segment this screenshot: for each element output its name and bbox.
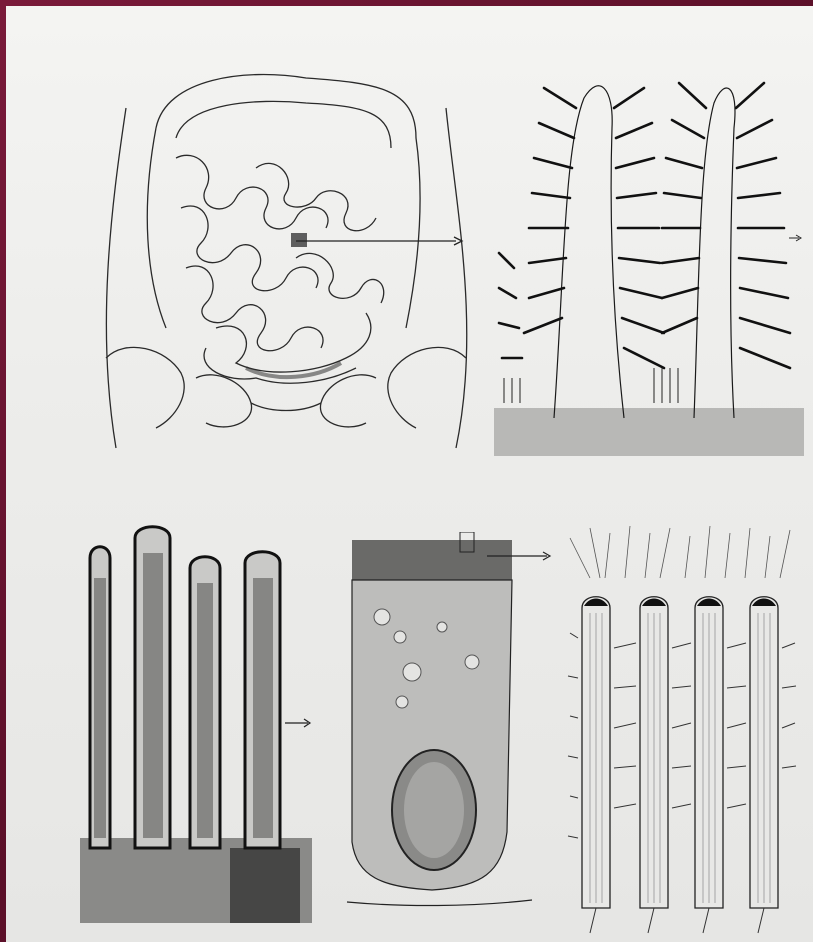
- arrow-a-to-b: [296, 234, 466, 253]
- arrow-right-icon: [296, 234, 466, 248]
- villi-section-drawing: [494, 28, 804, 456]
- villi-columns-drawing: [80, 518, 312, 923]
- panel-epithelial-cell: [342, 532, 554, 912]
- microvilli-drawing: [560, 518, 805, 938]
- epithelial-cell-drawing: [342, 532, 554, 912]
- illustration-sheet: [6, 6, 813, 942]
- panel-villi-columns: [80, 518, 312, 923]
- panel-villi-section: [494, 28, 804, 456]
- panel-microvilli: [560, 518, 805, 938]
